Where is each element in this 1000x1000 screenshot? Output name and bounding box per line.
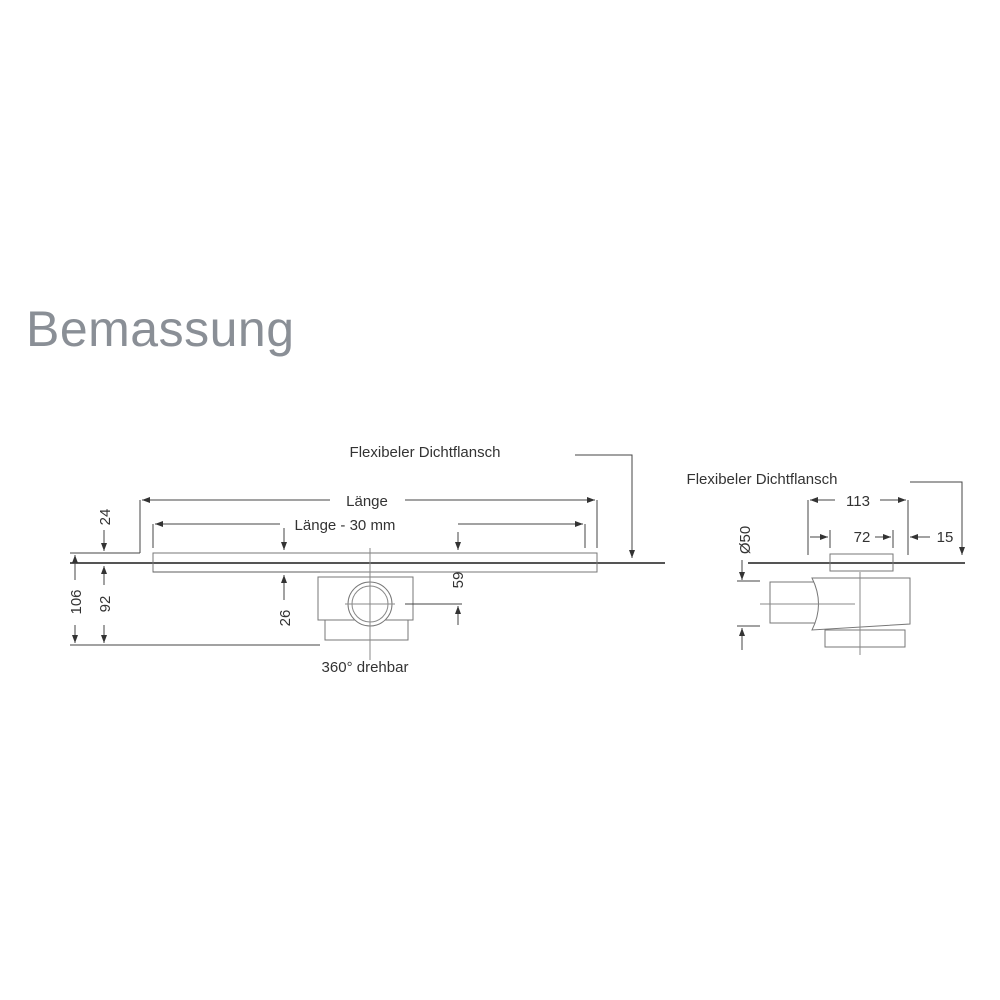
flange-label: Flexibeler Dichtflansch xyxy=(350,444,501,461)
dim-26: 26 xyxy=(277,610,294,627)
rotation-label: 360° drehbar xyxy=(322,659,409,676)
front-view: Flexibeler Dichtflansch 113 72 15 Ø50 xyxy=(687,471,965,655)
dim-24: 24 xyxy=(97,509,114,526)
length-label: Länge xyxy=(346,493,388,510)
front-body xyxy=(811,577,911,631)
dim-15: 15 xyxy=(937,529,954,546)
side-view: Flexibeler Dichtflansch Länge Länge - 30… xyxy=(68,444,665,676)
dim-59: 59 xyxy=(450,572,467,589)
front-pipe xyxy=(769,581,821,624)
page-title: Bemassung xyxy=(26,301,295,357)
dim-106: 106 xyxy=(68,589,85,614)
channel xyxy=(152,552,598,573)
length-minus-30-label: Länge - 30 mm xyxy=(295,517,396,534)
front-outlet xyxy=(824,629,906,648)
dim-113: 113 xyxy=(846,493,870,510)
dim-72: 72 xyxy=(854,529,871,546)
dim-92: 92 xyxy=(97,596,114,613)
front-flange-label: Flexibeler Dichtflansch xyxy=(687,471,838,488)
front-cap xyxy=(829,553,894,572)
dim-diameter-50: Ø50 xyxy=(737,526,754,554)
flange-leader xyxy=(575,454,635,558)
